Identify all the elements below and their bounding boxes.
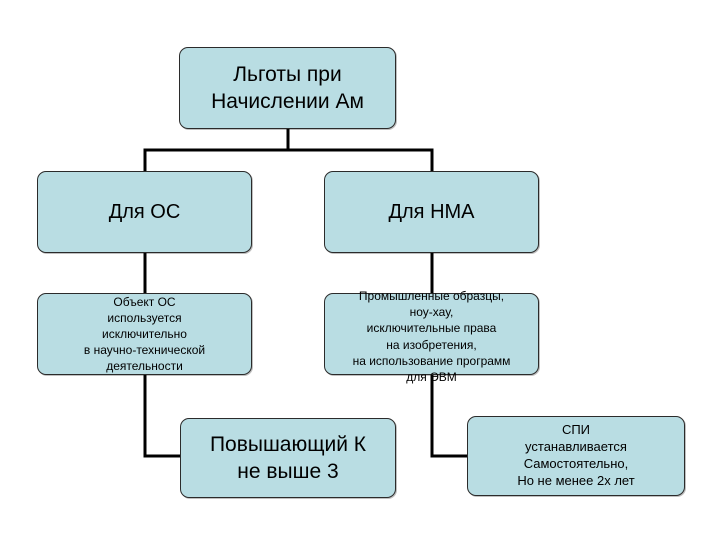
- connector-nma-to-result: [430, 375, 467, 458]
- root-node: Льготы при Начислении Ам: [179, 47, 396, 129]
- nma-result-node: СПИ устанавливается Самостоятельно, Но н…: [467, 416, 685, 496]
- branch-os-node: Для ОС: [37, 171, 252, 253]
- connector-root-to-branches: [143, 129, 290, 171]
- root-node-label: Льготы при Начислении Ам: [211, 62, 364, 113]
- nma-result-label: СПИ устанавливается Самостоятельно, Но н…: [517, 422, 635, 488]
- branch-nma-node: Для НМА: [324, 171, 539, 253]
- nma-description-node: Промышленные образцы, ноу-хау, исключите…: [324, 289, 539, 384]
- nma-description-label: Промышленные образцы, ноу-хау, исключите…: [352, 289, 511, 384]
- os-description-label: Объект ОС используется исключительно в н…: [83, 294, 206, 374]
- os-result-label: Повышающий К не выше 3: [209, 432, 367, 483]
- connector-root-to-nma: [288, 148, 434, 171]
- branch-nma-label: Для НМА: [388, 200, 475, 223]
- os-result-node: Повышающий К не выше 3: [180, 418, 396, 498]
- connector-os-to-result: [143, 375, 180, 458]
- os-description-node: Объект ОС используется исключительно в н…: [37, 293, 252, 375]
- branch-os-label: Для ОС: [108, 200, 181, 223]
